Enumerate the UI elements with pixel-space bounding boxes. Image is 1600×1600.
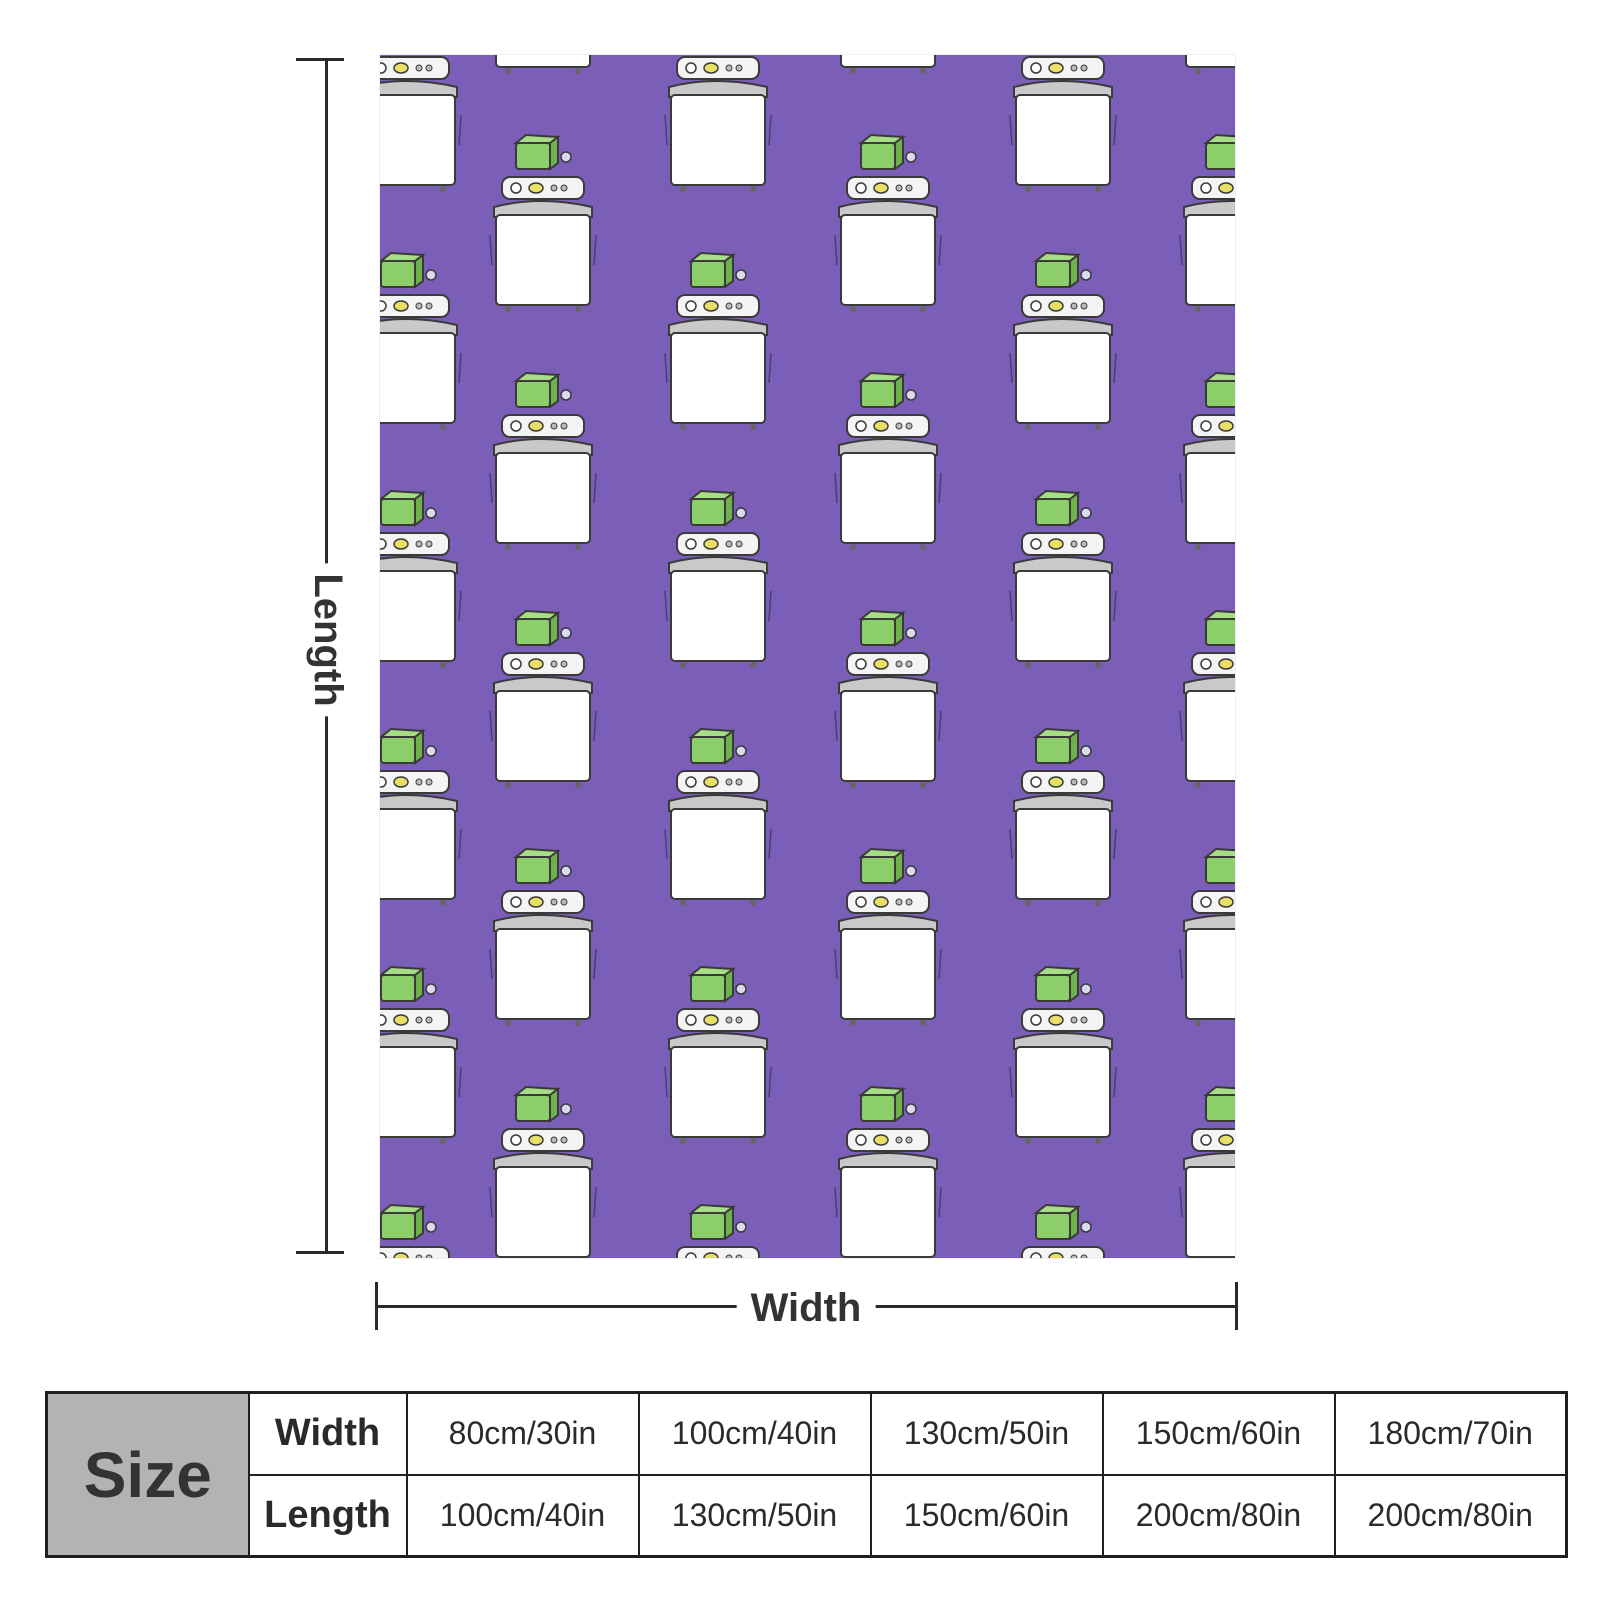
width-value-cell: 150cm/60in	[1101, 1391, 1336, 1476]
width-value-cell: 100cm/40in	[637, 1391, 872, 1476]
washing-machine-icon	[664, 966, 772, 1145]
width-label: Width	[736, 1288, 876, 1328]
washing-machine-icon	[664, 1204, 772, 1258]
width-row-label: Width	[247, 1391, 408, 1476]
washing-machine-icon	[1179, 55, 1235, 75]
washing-machine-icon	[1009, 966, 1117, 1145]
washing-machine-icon	[380, 490, 462, 669]
washing-machine-icon	[1009, 1204, 1117, 1258]
blanket-preview	[380, 55, 1235, 1258]
washing-machine-icon	[834, 55, 942, 75]
washing-machine-icon	[1009, 55, 1117, 193]
washing-machine-icon	[489, 134, 597, 313]
washing-machine-icon	[489, 1086, 597, 1258]
washing-machine-icon	[1179, 134, 1235, 313]
washing-machine-icon	[1179, 848, 1235, 1027]
length-value-cell: 150cm/60in	[869, 1473, 1104, 1558]
washing-machine-icon	[489, 610, 597, 789]
washing-machine-icon	[1179, 372, 1235, 551]
washing-machine-icon	[664, 252, 772, 431]
washing-machine-icon	[834, 1086, 942, 1258]
washing-machine-icon	[380, 55, 462, 193]
length-row-label: Length	[247, 1473, 408, 1558]
width-right-tick	[1235, 1282, 1238, 1330]
washing-machine-icon	[1009, 728, 1117, 907]
washing-machine-icon	[380, 966, 462, 1145]
washing-machine-icon	[380, 1204, 462, 1258]
table-row: Length 100cm/40in 130cm/50in 150cm/60in …	[47, 1473, 1568, 1558]
washing-machine-icon	[834, 134, 942, 313]
washing-machine-icon	[664, 490, 772, 669]
washing-machine-icon	[1009, 252, 1117, 431]
width-value-cell: 80cm/30in	[405, 1391, 640, 1476]
width-value-cell: 130cm/50in	[869, 1391, 1104, 1476]
washing-machine-icon	[380, 728, 462, 907]
length-bottom-tick	[296, 1251, 344, 1254]
washing-machine-icon	[489, 372, 597, 551]
washing-machine-icon	[1179, 1086, 1235, 1258]
washing-machine-icon	[1179, 610, 1235, 789]
washing-machine-icon	[834, 610, 942, 789]
length-top-tick	[296, 58, 344, 61]
size-header-cell: Size	[45, 1391, 250, 1558]
washing-machine-icon	[834, 848, 942, 1027]
washing-machine-icon	[664, 728, 772, 907]
washing-machine-icon	[380, 252, 462, 431]
washing-machine-icon	[1009, 490, 1117, 669]
washing-machine-icon	[489, 55, 597, 75]
washing-machine-pattern	[380, 55, 1235, 1258]
length-value-cell: 100cm/40in	[405, 1473, 640, 1558]
width-value-cell: 180cm/70in	[1333, 1391, 1568, 1476]
length-value-cell: 130cm/50in	[637, 1473, 872, 1558]
length-label: Length	[306, 563, 350, 717]
washing-machine-icon	[834, 372, 942, 551]
width-left-tick	[375, 1282, 378, 1330]
washing-machine-icon	[489, 848, 597, 1027]
table-row: Size Width 80cm/30in 100cm/40in 130cm/50…	[45, 1391, 1568, 1558]
size-table: Size Width 80cm/30in 100cm/40in 130cm/50…	[45, 1391, 1568, 1558]
washing-machine-icon	[664, 55, 772, 193]
length-value-cell: 200cm/80in	[1333, 1473, 1568, 1558]
length-value-cell: 200cm/80in	[1101, 1473, 1336, 1558]
